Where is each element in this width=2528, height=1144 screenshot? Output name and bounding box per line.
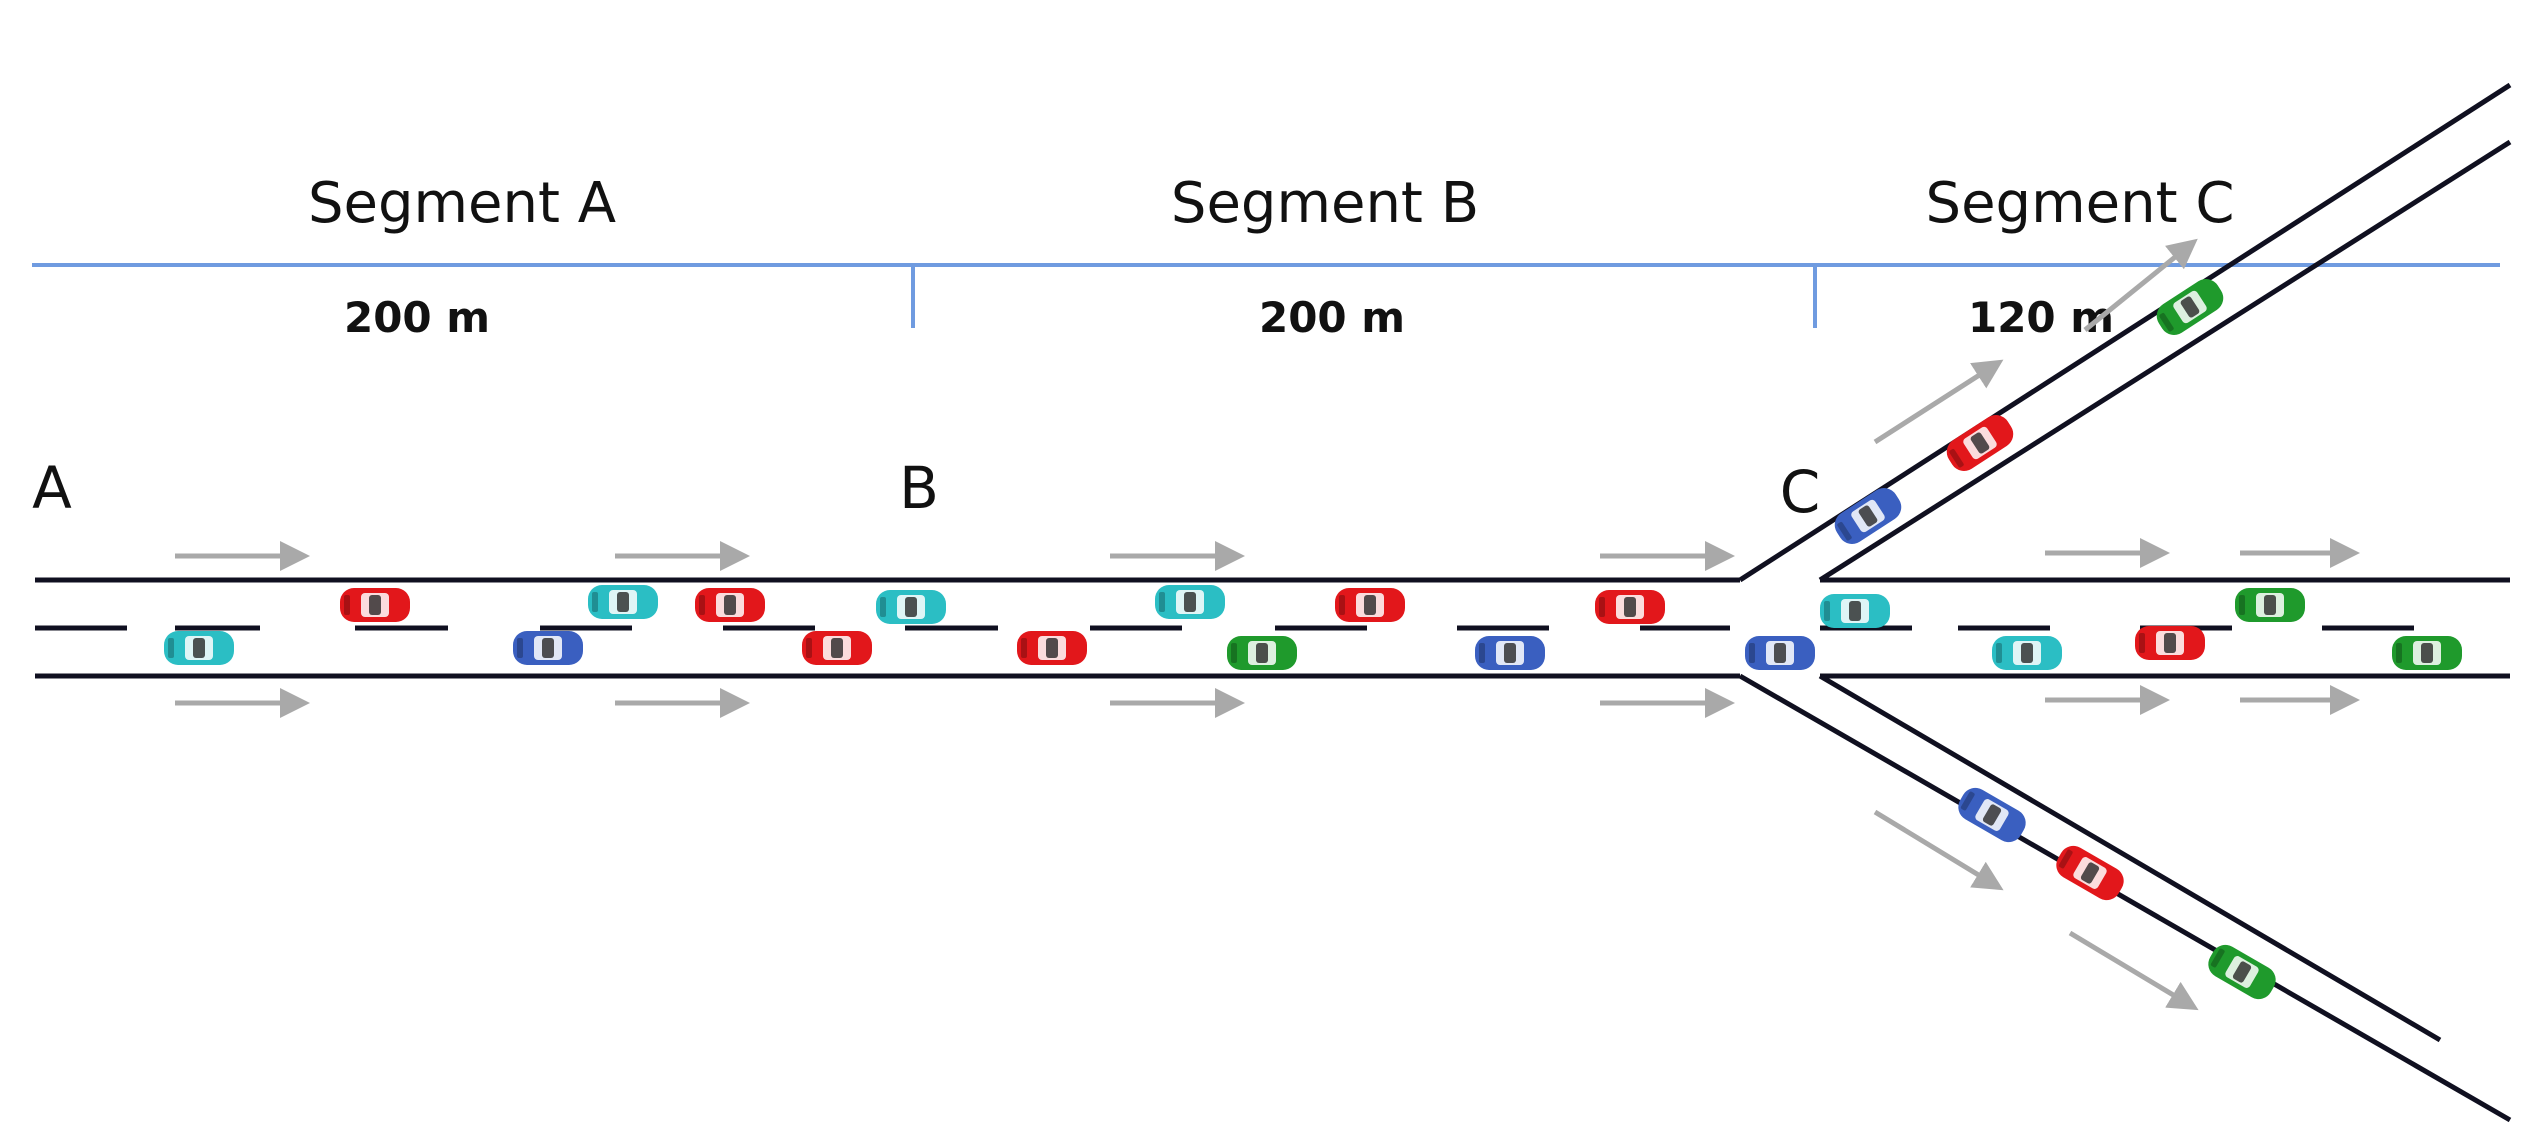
car-green — [2392, 636, 2462, 670]
lower-branch-outer-edge — [1738, 673, 2512, 1123]
car-red — [1335, 588, 1405, 622]
segment-a-title: Segment A — [308, 171, 616, 236]
car-blue — [1475, 636, 1545, 670]
car-red — [802, 631, 872, 665]
car-blue — [1745, 636, 1815, 670]
car-cyan — [1992, 636, 2062, 670]
point-c-label: C — [1780, 458, 1821, 526]
segment-c-title: Segment C — [1926, 171, 2235, 236]
car-red — [2135, 626, 2205, 660]
segment-a-length: 200 m — [344, 293, 490, 342]
upper-branch-inner-edge — [1818, 139, 2512, 583]
car-red — [695, 588, 765, 622]
car-red — [1595, 590, 1665, 624]
car-cyan — [1155, 585, 1225, 619]
point-a-label: A — [32, 454, 72, 522]
lower-branch-inner-edge — [1818, 673, 2442, 1043]
car-red — [1941, 409, 2019, 477]
car-cyan — [588, 585, 658, 619]
car-red — [1017, 631, 1087, 665]
segment-c-length: 120 m — [1968, 293, 2114, 342]
car-red — [340, 588, 410, 622]
car-blue — [513, 631, 583, 665]
cars — [164, 273, 2462, 1005]
segment-b-length: 200 m — [1259, 293, 1405, 342]
car-cyan — [164, 631, 234, 665]
car-blue — [1829, 482, 1907, 550]
point-b-label: B — [899, 454, 939, 522]
segment-scale — [32, 263, 2500, 328]
segment-b-title: Segment B — [1171, 171, 1479, 236]
direction-arrows — [175, 238, 2360, 1011]
car-cyan — [1820, 594, 1890, 628]
car-green — [2235, 588, 2305, 622]
car-cyan — [876, 590, 946, 624]
car-green — [1227, 636, 1297, 670]
